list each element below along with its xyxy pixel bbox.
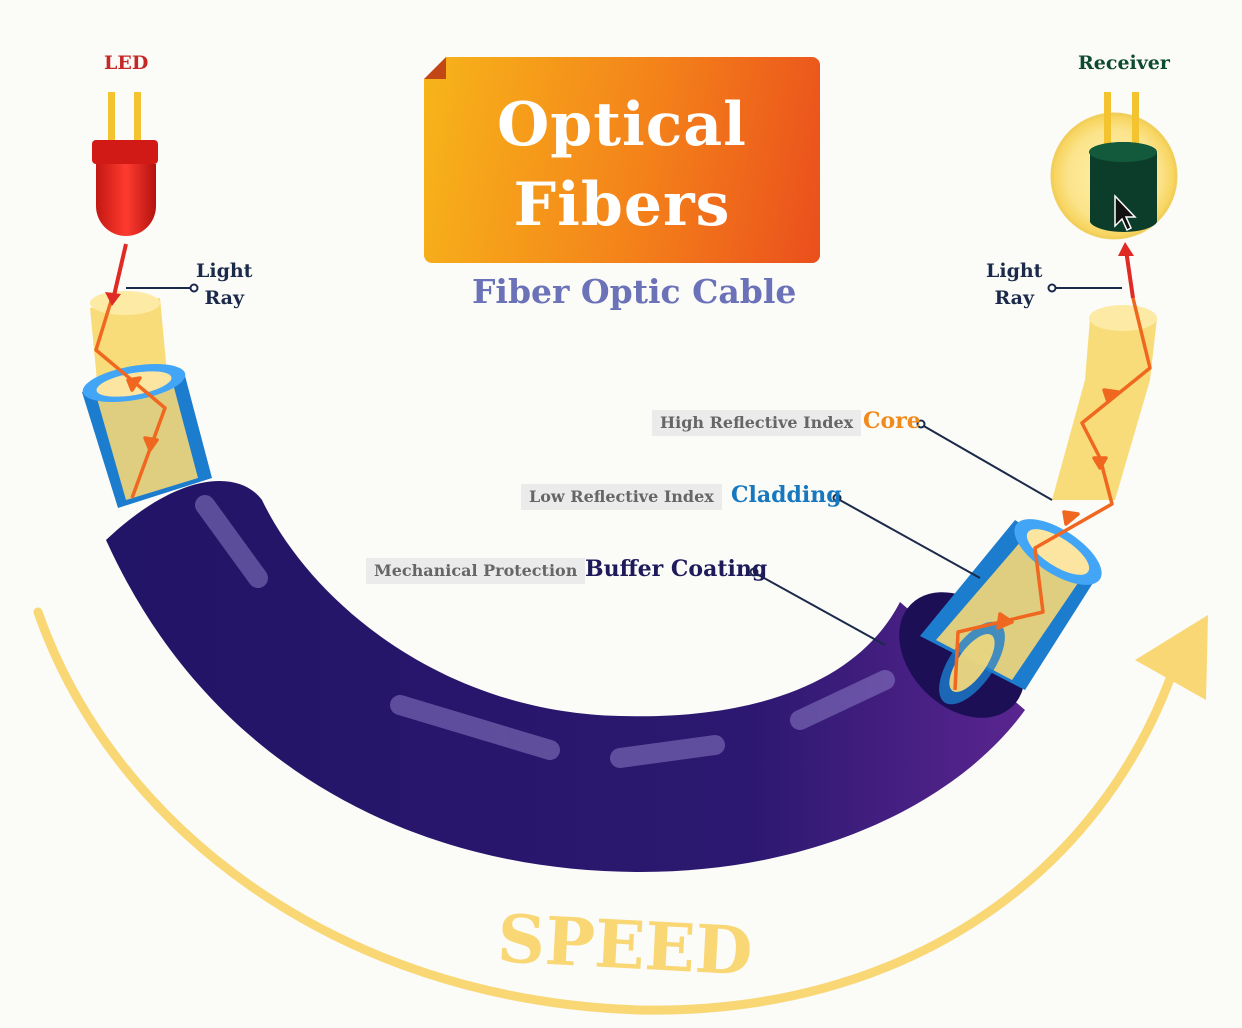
led-ray	[111, 243, 128, 301]
title-banner: Optical Fibers	[424, 57, 820, 263]
light-ray-right	[953, 297, 1152, 691]
buffer-coating	[106, 480, 1025, 872]
mouse-cursor	[1114, 194, 1137, 232]
speed-arrow	[33, 607, 1208, 1015]
light-ray-label-left: Light Ray	[196, 258, 252, 312]
right-cladding	[920, 519, 1102, 705]
buffer-label: Buffer Coating	[585, 556, 768, 582]
core-tag: High Reflective Index	[652, 410, 862, 436]
light-ray-left-line2: Ray	[204, 287, 245, 309]
light-ray-right-line2: Ray	[994, 287, 1035, 309]
title: Optical Fibers	[424, 85, 820, 245]
light-ray-label-right: Light Ray	[986, 258, 1042, 312]
light-ray-left	[94, 297, 167, 499]
core-label: Core	[863, 408, 921, 434]
speed-text: SPEED	[496, 899, 755, 990]
banner-fold	[424, 57, 446, 79]
receiver-ray	[1124, 249, 1135, 299]
title-line1: Optical	[497, 90, 747, 160]
buffer-highlights	[195, 495, 895, 768]
subtitle: Fiber Optic Cable	[472, 272, 797, 311]
leader-lines	[126, 283, 1122, 646]
receiver-icon	[1050, 92, 1178, 240]
title-line2: Fibers	[513, 170, 731, 240]
led-icon	[92, 92, 158, 236]
buffer-tag: Mechanical Protection	[366, 558, 586, 584]
receiver-label: Receiver	[1078, 52, 1170, 74]
light-ray-right-line1: Light	[986, 260, 1043, 282]
light-ray-left-line1: Light	[196, 260, 253, 282]
led-label: LED	[104, 52, 149, 74]
cladding-label: Cladding	[731, 482, 842, 508]
cladding-tag: Low Reflective Index	[521, 484, 722, 510]
